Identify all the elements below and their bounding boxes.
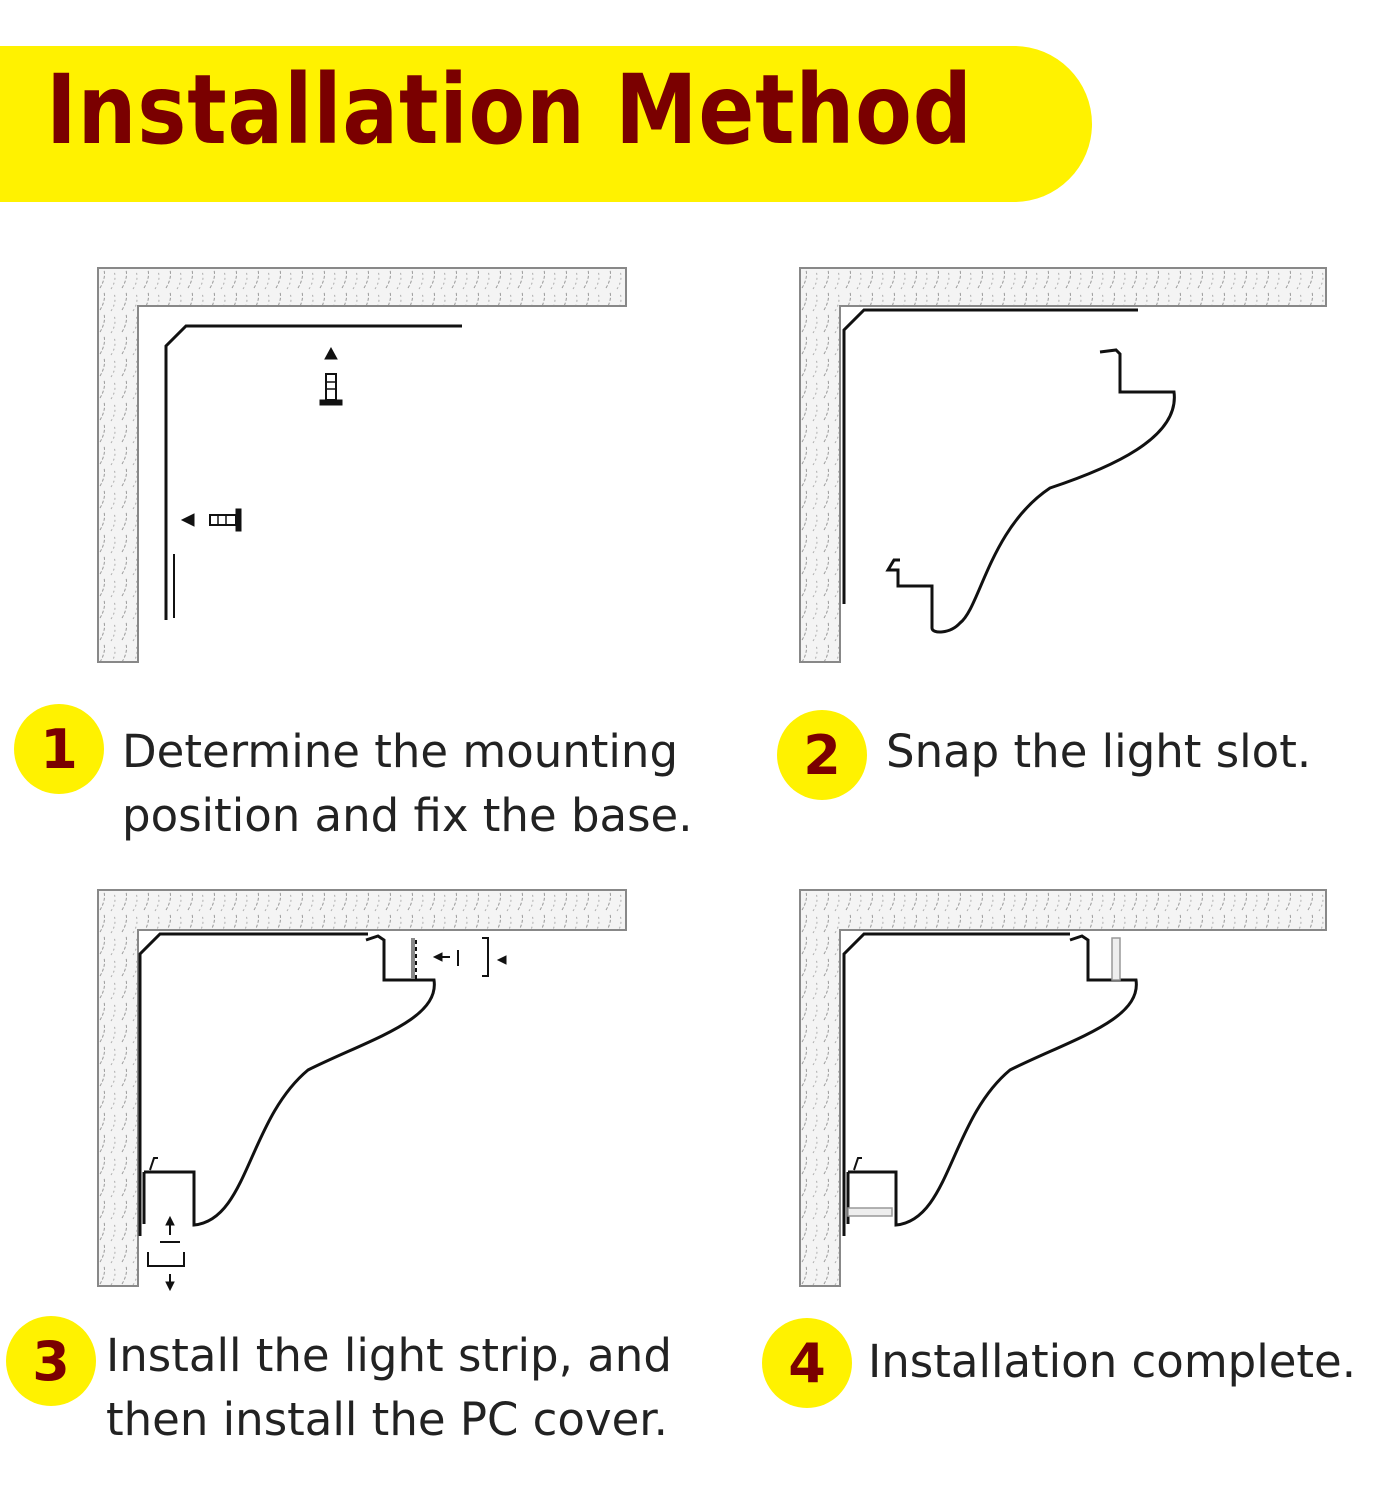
pc-cover [847,937,1121,1217]
light-slot-profile [142,934,436,1227]
step-2-badge: 2 [777,710,867,800]
step-3-caption-line-2: then install the PC cover. [106,1393,668,1446]
page-title: Installation Method [46,54,973,166]
title-banner [0,46,1092,202]
step-3-badge: 3 [6,1316,96,1406]
step-1-caption-line-1: Determine the mounting [122,725,679,778]
step-3-diagram [97,889,627,1292]
step-2-diagram [799,267,1327,663]
step-4-caption-line-1: Installation complete. [868,1335,1357,1388]
light-slot-profile [885,348,1176,634]
step-2-caption: Snap the light slot. [886,720,1311,784]
pc-cover-top-arrow-icon [411,937,507,980]
light-slot-profile [846,934,1138,1227]
mounting-base [842,932,1070,1236]
screw-left-icon [180,508,242,532]
step-1-badge: 1 [14,704,104,794]
step-4-caption: Installation complete. [868,1330,1356,1394]
step-2-caption-line-1: Snap the light slot. [886,725,1312,778]
mounting-base [164,324,462,620]
step-1-caption: Determine the mounting position and fix … [122,720,693,848]
step-3-caption: Install the light strip, and then instal… [106,1324,672,1452]
step-4-diagram [799,889,1327,1287]
step-4-badge: 4 [762,1318,852,1408]
mounting-base [842,308,1138,604]
light-strip-bottom-arrow-icon [147,1215,185,1292]
wall-ceiling [97,267,627,663]
step-1-caption-line-2: position and fix the base. [122,789,693,842]
screw-up-icon [319,346,343,406]
step-3-caption-line-1: Install the light strip, and [106,1329,672,1382]
mounting-base [138,932,368,1236]
step-1-diagram [97,267,627,663]
